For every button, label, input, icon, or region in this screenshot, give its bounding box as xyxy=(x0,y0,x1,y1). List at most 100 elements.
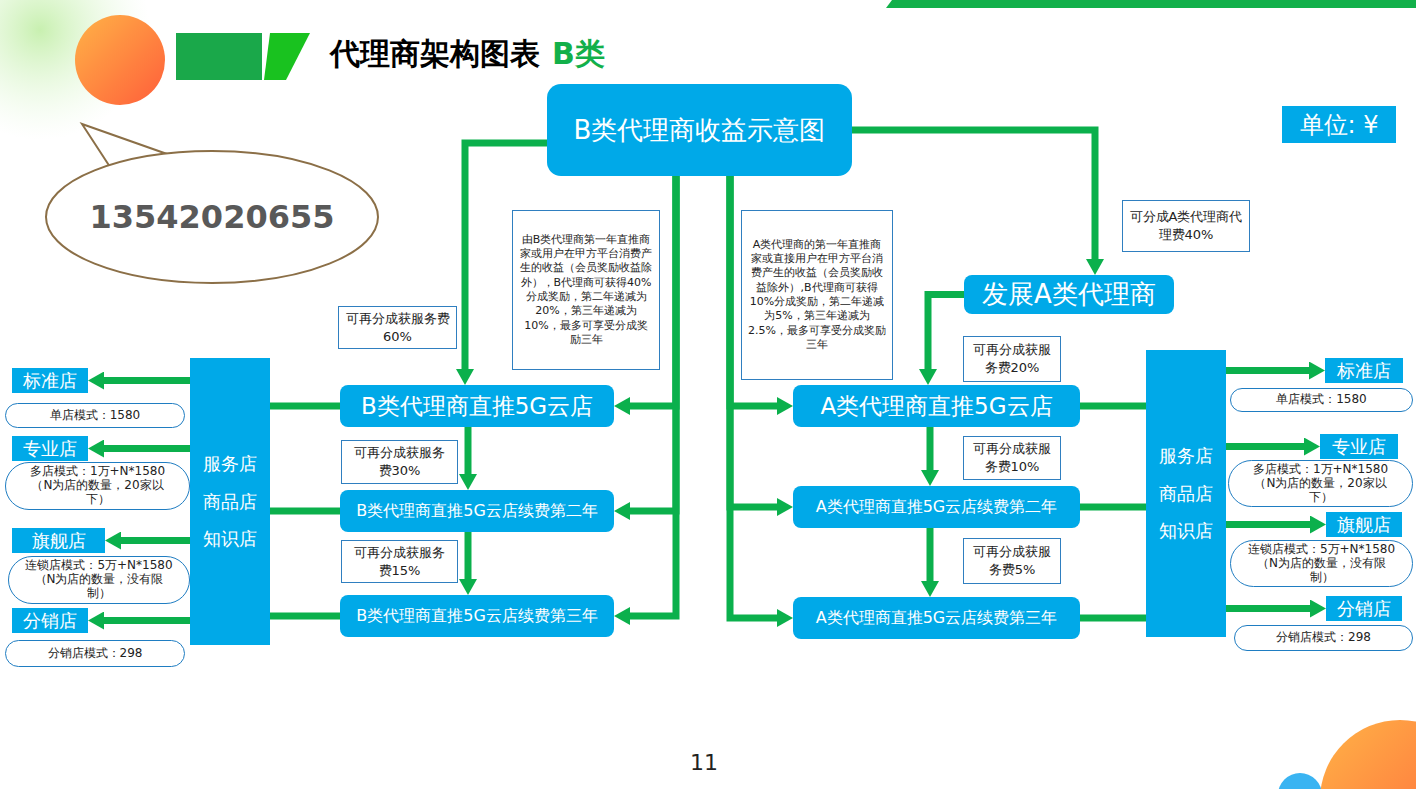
title-bar xyxy=(176,33,262,80)
flow-arrow xyxy=(1226,443,1308,450)
flow-arrow xyxy=(928,295,964,374)
price-oval: 分销店模式：298 xyxy=(1234,625,1413,651)
store-tag: 分销店 xyxy=(1326,596,1402,621)
node-text: 知识店 xyxy=(203,520,257,558)
store-tag: 专业店 xyxy=(12,436,88,461)
node-text: 分销店 xyxy=(23,609,77,633)
node-text: 知识店 xyxy=(1159,512,1213,550)
node-text: 可分成A类代理商代理费40% xyxy=(1129,208,1243,243)
note-box: 可再分成获服务费60% xyxy=(338,306,457,349)
note-box: 可再分成获服务费20% xyxy=(963,336,1061,382)
process-box: B类代理商直推5G云店 xyxy=(340,385,614,427)
flow-arrow xyxy=(270,403,340,410)
node-text: 专业店 xyxy=(23,437,77,461)
node-text: 商品店 xyxy=(203,483,257,521)
price-oval: 单店模式：1580 xyxy=(1230,388,1413,412)
node-text: 连锁店模式：5万+N*1580（N为店的数量，没有限制） xyxy=(25,559,173,600)
note-box: 可再分成获服务费30% xyxy=(341,440,458,484)
process-box: 发展A类代理商 xyxy=(964,275,1174,314)
note-box: 由B类代理商第一年直推商家或用户在甲方平台消费产生的收益（会员奖励收益除外），B… xyxy=(512,210,660,370)
store-tag: 旗舰店 xyxy=(12,528,105,553)
store-tag: 旗舰店 xyxy=(1326,512,1402,537)
node-text: 单位: ¥ xyxy=(1300,109,1379,141)
node-text: 单店模式：1580 xyxy=(1276,393,1367,407)
page-number: 11 xyxy=(690,750,718,775)
process-box: A类代理商直推5G云店续费第三年 xyxy=(793,597,1080,639)
process-box: A类代理商直推5G云店续费第二年 xyxy=(793,486,1080,528)
note-box: 可分成A类代理商代理费40% xyxy=(1122,200,1250,252)
node-text: 发展A类代理商 xyxy=(982,277,1156,312)
process-box: A类代理商直推5G云店 xyxy=(793,385,1080,427)
speech-bubble: 13542020655 xyxy=(42,120,382,285)
note-box: 可再分成获服务费10% xyxy=(963,436,1061,480)
node-text: 可再分成获服务费10% xyxy=(970,440,1054,475)
node-text: A类代理商直推5G云店续费第二年 xyxy=(816,497,1058,518)
flow-arrow xyxy=(100,445,190,452)
corner-circle xyxy=(1320,720,1416,789)
flow-arrow xyxy=(1226,367,1313,374)
title-stripe xyxy=(264,33,310,80)
note-box: 可再分成获服务费15% xyxy=(341,540,458,583)
flow-arrow xyxy=(100,617,190,624)
store-tag: 标准店 xyxy=(1325,358,1403,383)
flow-arrow xyxy=(1226,521,1314,528)
price-oval: 多店模式：1万+N*1580（N为店的数量，20家以下） xyxy=(1228,460,1413,507)
flow-arrow xyxy=(465,532,472,583)
corner-circle xyxy=(75,15,165,105)
price-oval: 连锁店模式：5万+N*1580（N为店的数量，没有限制） xyxy=(8,556,190,604)
node-text: 分销店模式：298 xyxy=(1276,631,1371,645)
flow-arrow xyxy=(117,537,190,544)
flow-arrow xyxy=(1080,615,1146,622)
node-text: B类代理商直推5G云店续费第三年 xyxy=(356,606,598,627)
node-text: 专业店 xyxy=(1332,435,1386,459)
price-oval: 连锁店模式：5万+N*1580（N为店的数量，没有限制） xyxy=(1230,540,1413,587)
node-text: 商品店 xyxy=(1159,475,1213,513)
note-box: 可再分成获服务费5% xyxy=(963,538,1061,584)
node-text: 单店模式：1580 xyxy=(50,409,141,423)
store-tag: 专业店 xyxy=(1320,434,1398,459)
node-text: 服务店 xyxy=(1159,437,1213,475)
store-tag: 标准店 xyxy=(12,368,88,393)
top-band xyxy=(886,0,1416,8)
node-text: 旗舰店 xyxy=(32,529,86,553)
node-text: 可再分成获服务费30% xyxy=(348,444,451,479)
process-box: B类代理商直推5G云店续费第三年 xyxy=(340,595,614,637)
corner-dot xyxy=(1278,773,1322,789)
price-oval: 分销店模式：298 xyxy=(5,640,185,667)
flow-arrow xyxy=(1080,403,1146,410)
node-text: 可再分成获服务费15% xyxy=(348,544,451,579)
price-oval: 单店模式：1580 xyxy=(5,403,185,428)
node-text: A类代理商直推5G云店续费第三年 xyxy=(816,608,1058,629)
price-oval: 多店模式：1万+N*1580（N为店的数量，20家以下） xyxy=(5,462,190,510)
flow-arrow xyxy=(1226,605,1314,612)
node-text: 分销店 xyxy=(1337,597,1391,621)
flow-arrow xyxy=(270,613,340,620)
page-title: 代理商架构图表 xyxy=(330,34,540,75)
node-text: 可再分成获服务费5% xyxy=(970,543,1054,578)
flow-arrow xyxy=(465,427,472,478)
flow-arrow xyxy=(100,377,190,384)
title-suffix: B类 xyxy=(552,34,605,75)
node-text: 13542020655 xyxy=(90,198,335,236)
node-text: 多店模式：1万+N*1580（N为店的数量，20家以下） xyxy=(1245,463,1396,504)
store-tag: 分销店 xyxy=(12,608,88,633)
hub-box: B类代理商收益示意图 xyxy=(547,84,852,176)
store-type-box: 服务店商品店知识店 xyxy=(190,358,270,645)
flow-arrow xyxy=(1080,504,1146,511)
node-text: 由B类代理商第一年直推商家或用户在甲方平台消费产生的收益（会员奖励收益除外），B… xyxy=(519,233,653,347)
node-text: 标准店 xyxy=(1337,359,1391,383)
flow-arrow xyxy=(270,508,340,515)
node-text: 分销店模式：298 xyxy=(48,647,143,661)
flow-arrow xyxy=(927,427,934,474)
node-text: A类代理商直推5G云店 xyxy=(820,391,1052,422)
note-box: A类代理商的第一年直推商家或直接用户在甲方平台消费产生的收益（会员奖励收益除外）… xyxy=(741,210,893,380)
node-text: 旗舰店 xyxy=(1337,513,1391,537)
node-text: 可再分成获服务费60% xyxy=(345,310,450,345)
title-row: 代理商架构图表 B类 xyxy=(330,34,605,75)
node-text: B类代理商直推5G云店 xyxy=(361,391,593,422)
store-type-box: 服务店商品店知识店 xyxy=(1146,350,1226,637)
node-text: 可再分成获服务费20% xyxy=(970,341,1054,376)
node-text: 服务店 xyxy=(203,445,257,483)
node-text: B类代理商收益示意图 xyxy=(574,113,826,148)
node-text: B类代理商直推5G云店续费第二年 xyxy=(356,501,598,522)
